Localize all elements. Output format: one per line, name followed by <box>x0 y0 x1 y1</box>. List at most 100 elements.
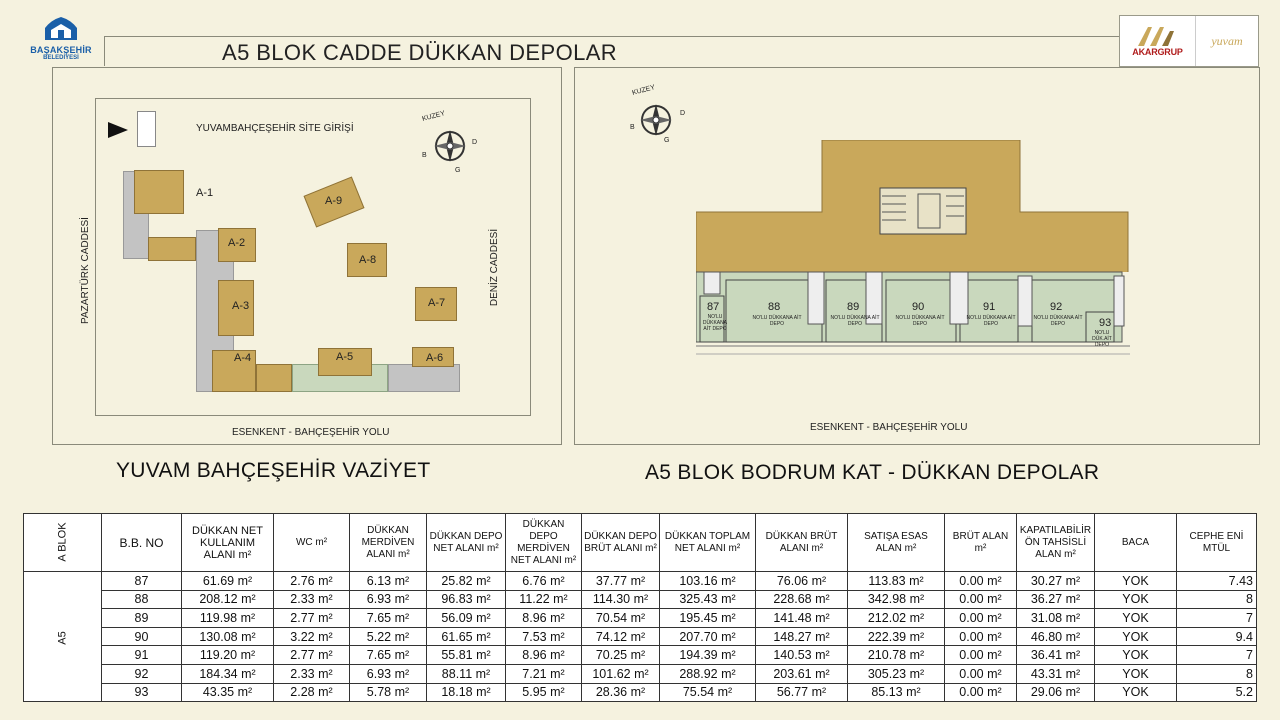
table-cell: 325.43 m² <box>659 589 756 610</box>
table-cell: 8.96 m² <box>505 645 582 665</box>
akargrup-mark-icon <box>1137 27 1174 46</box>
table-cell: 76.06 m² <box>755 571 848 591</box>
unit-93-number: 93 <box>1099 317 1112 329</box>
building-a4-wing <box>256 364 292 392</box>
table-cell: 8 <box>1176 663 1257 684</box>
block-label: A-1 <box>196 187 214 199</box>
table-cell: 70.54 m² <box>581 608 660 628</box>
municipality-logo: BAŞAKŞEHİR BELEDİYESİ <box>22 14 100 61</box>
unit-89-number: 89 <box>847 301 860 313</box>
building-a7 <box>415 287 457 321</box>
floor-plan-road-label: ESENKENT - BAHÇEŞEHİR YOLU <box>810 422 968 433</box>
table-cell: 37.77 m² <box>581 571 660 591</box>
table-cell: 46.80 m² <box>1016 626 1095 647</box>
table-cell: 113.83 m² <box>847 571 945 591</box>
table-cell: 119.98 m² <box>181 608 274 628</box>
building-a3 <box>218 280 254 336</box>
table-cell: 208.12 m² <box>181 589 274 610</box>
table-cell: 55.81 m² <box>426 645 506 665</box>
table-cell: 2.77 m² <box>273 645 350 665</box>
unit-91-number: 91 <box>983 301 996 313</box>
table-cell: 114.30 m² <box>581 589 660 610</box>
building-a5 <box>318 348 372 376</box>
table-cell: 28.36 m² <box>581 682 660 703</box>
block-label: A-6 <box>426 352 444 364</box>
table-cell: 8.96 m² <box>505 608 582 628</box>
table-cell: 7.65 m² <box>349 608 427 628</box>
site-plan-frame <box>95 98 531 416</box>
table-cell: 6.13 m² <box>349 571 427 591</box>
site-plan-panel <box>52 67 562 445</box>
col-header: B.B. NO <box>101 513 182 572</box>
table-cell: 0.00 m² <box>944 645 1017 665</box>
col-header: DÜKKAN DEPO NET ALANI m² <box>426 513 506 572</box>
table-cell: 2.77 m² <box>273 608 350 628</box>
table-cell: 43.35 m² <box>181 682 274 703</box>
table-cell: 56.09 m² <box>426 608 506 628</box>
building-a1 <box>134 170 184 214</box>
floor-plan-caption: A5 BLOK BODRUM KAT - DÜKKAN DEPOLAR <box>645 461 1100 484</box>
table-cell: 228.68 m² <box>755 589 848 610</box>
building-a4 <box>212 350 256 392</box>
unit-92-desc: NO'LU DÜKKANA AİT DEPO <box>1033 315 1083 327</box>
table-cell: 195.45 m² <box>659 608 756 628</box>
table-cell: 6.93 m² <box>349 589 427 610</box>
col-header: KAPATILABİLİR ÖN TAHSİSLİ ALAN m² <box>1016 513 1095 572</box>
table-cell: 2.33 m² <box>273 663 350 684</box>
floor-plan-drawing <box>696 140 1130 356</box>
table-cell: 90 <box>101 626 182 647</box>
table-cell: 212.02 m² <box>847 608 945 628</box>
table-cell: YOK <box>1094 663 1177 684</box>
table-cell: 93 <box>101 682 182 703</box>
table-cell: 5.78 m² <box>349 682 427 703</box>
table-cell: YOK <box>1094 571 1177 591</box>
table-cell: 6.76 m² <box>505 571 582 591</box>
unit-90-desc: NO'LU DÜKKANA AİT DEPO <box>895 315 945 327</box>
table-cell: 7 <box>1176 645 1257 665</box>
table-cell: 85.13 m² <box>847 682 945 703</box>
table-cell: 7.53 m² <box>505 626 582 647</box>
site-entrance-label: YUVAMBAHÇEŞEHİR SİTE GİRİŞİ <box>196 123 354 134</box>
unit-89-desc: NO'LU DÜKKANA AİT DEPO <box>830 315 880 327</box>
unit-88-number: 88 <box>768 301 781 313</box>
col-header: SATIŞA ESAS ALAN m² <box>847 513 945 572</box>
akargrup-logo: AKARGRUP <box>1120 16 1196 66</box>
compass-b-label: B <box>630 124 635 131</box>
table-cell: 0.00 m² <box>944 663 1017 684</box>
table-cell: 36.41 m² <box>1016 645 1095 665</box>
table-cell: 75.54 m² <box>659 682 756 703</box>
table-header-row: A BLOK B.B. NO DÜKKAN NET KULLANIM ALANI… <box>23 513 1257 572</box>
block-label: A-7 <box>428 297 446 309</box>
unit-87-number: 87 <box>707 301 720 313</box>
header-frame <box>104 36 1120 66</box>
table-cell: 96.83 m² <box>426 589 506 610</box>
site-paving <box>388 364 460 392</box>
akargrup-name: AKARGRUP <box>1132 47 1183 57</box>
table-cell: 30.27 m² <box>1016 571 1095 591</box>
compass-g-label: G <box>455 167 461 174</box>
table-cell: 11.22 m² <box>505 589 582 610</box>
table-cell: 61.65 m² <box>426 626 506 647</box>
road-right-label: DENİZ CADDESİ <box>489 228 501 307</box>
block-label: A-3 <box>232 300 250 312</box>
table-cell: 140.53 m² <box>755 645 848 665</box>
table-cell: 342.98 m² <box>847 589 945 610</box>
table-cell: 7 <box>1176 608 1257 628</box>
table-cell: 119.20 m² <box>181 645 274 665</box>
compass-d-label: D <box>680 110 686 117</box>
table-cell: 148.27 m² <box>755 626 848 647</box>
building-a6 <box>412 347 454 367</box>
table-cell: 0.00 m² <box>944 682 1017 703</box>
table-cell: 5.95 m² <box>505 682 582 703</box>
table-cell: 288.92 m² <box>659 663 756 684</box>
table-cell: 31.08 m² <box>1016 608 1095 628</box>
table-cell: 101.62 m² <box>581 663 660 684</box>
municipality-name: BAŞAKŞEHİR <box>30 45 92 55</box>
yuvam-logo: yuvam <box>1211 33 1243 48</box>
col-header: DÜKKAN DEPO BRÜT ALANI m² <box>581 513 660 572</box>
table-cell: 0.00 m² <box>944 626 1017 647</box>
table-cell: 5.22 m² <box>349 626 427 647</box>
table-cell: 88 <box>101 589 182 610</box>
